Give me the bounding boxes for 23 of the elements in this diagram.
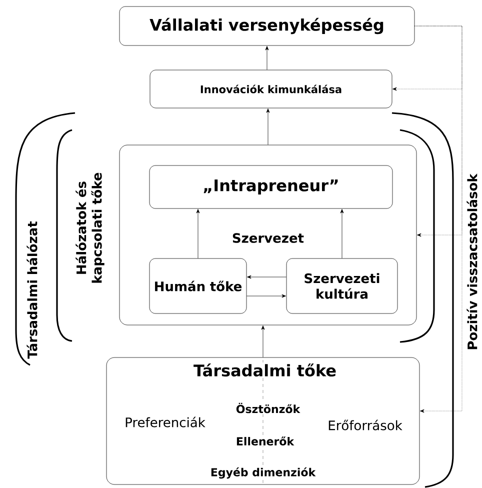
box: Szervezeti kultúra xyxy=(286,258,398,314)
arrow xyxy=(340,209,344,258)
box: Innovációk kimunkálása xyxy=(150,70,392,108)
item-text: Ösztönzők xyxy=(234,402,302,414)
item-text: Erőforrások xyxy=(326,418,404,432)
rotated-label: Hálózatok és kapcsolati tőke xyxy=(76,172,104,283)
arrow xyxy=(414,26,462,413)
item-text: Preferenciák xyxy=(124,416,206,428)
heading: Társadalmi tőke xyxy=(192,362,338,378)
rotated-label: Pozitív visszacsatolások xyxy=(466,173,478,350)
rotated-label: Társadalmi hálózat xyxy=(26,221,38,359)
arrow xyxy=(266,108,270,145)
arrow xyxy=(246,294,286,298)
box: Vállalati versenyképesség xyxy=(119,6,415,46)
box: „Intrapreneur” xyxy=(149,165,393,209)
group-label: Szervezet xyxy=(230,232,306,244)
arrow xyxy=(265,46,269,70)
arrow xyxy=(196,209,200,258)
box: Humán tőke xyxy=(149,258,247,314)
arrow xyxy=(261,326,265,358)
item-text: Egyéb dimenziók xyxy=(209,466,317,480)
item-text: Ellenerők xyxy=(234,436,296,446)
arrow xyxy=(247,275,286,279)
